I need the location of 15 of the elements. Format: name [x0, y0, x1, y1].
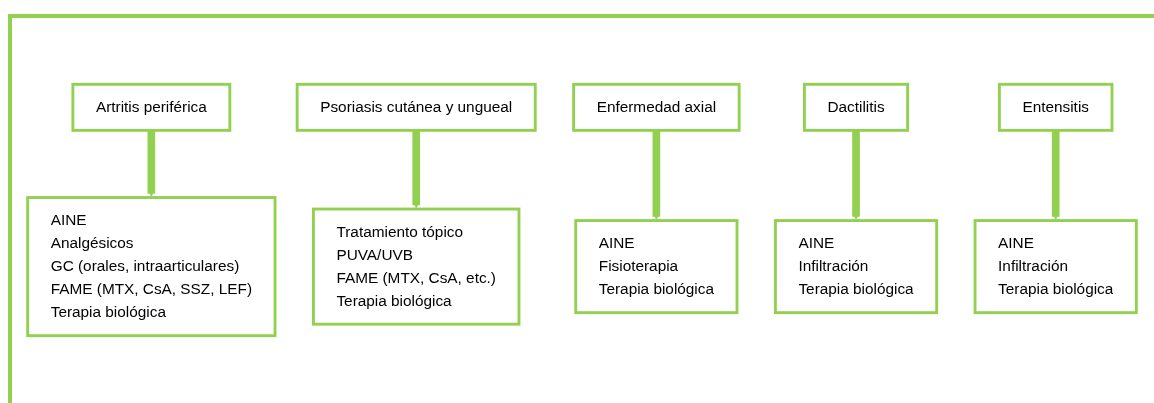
node-box: AINE Analgésicos GC (orales, intraarticulares) FAME (MTX, CsA, SSZ, LEF) Terapia biológica	[26, 196, 277, 338]
arrow	[652, 130, 661, 220]
node-box: Psoriasis cutánea y ungueal	[295, 82, 537, 132]
node-box: Enfermedad axial	[572, 82, 741, 132]
node-box: AINE Infiltración Terapia biológica	[973, 219, 1138, 315]
arrow	[1051, 130, 1060, 220]
arrow	[852, 130, 860, 220]
node-box: Entensitis	[997, 82, 1114, 132]
node-box: Artritis periférica	[71, 82, 232, 132]
node-box: AINE Fisioterapia Terapia biológica	[574, 219, 739, 315]
node-box: Tratamiento tópico PUVA/UVB FAME (MTX, CsA, etc.) Terapia biológica	[312, 207, 521, 326]
node-box: AINE Infiltración Terapia biológica	[773, 219, 939, 315]
node-box: Dactilitis	[803, 82, 910, 132]
arrow	[147, 130, 156, 197]
arrow	[412, 130, 421, 209]
